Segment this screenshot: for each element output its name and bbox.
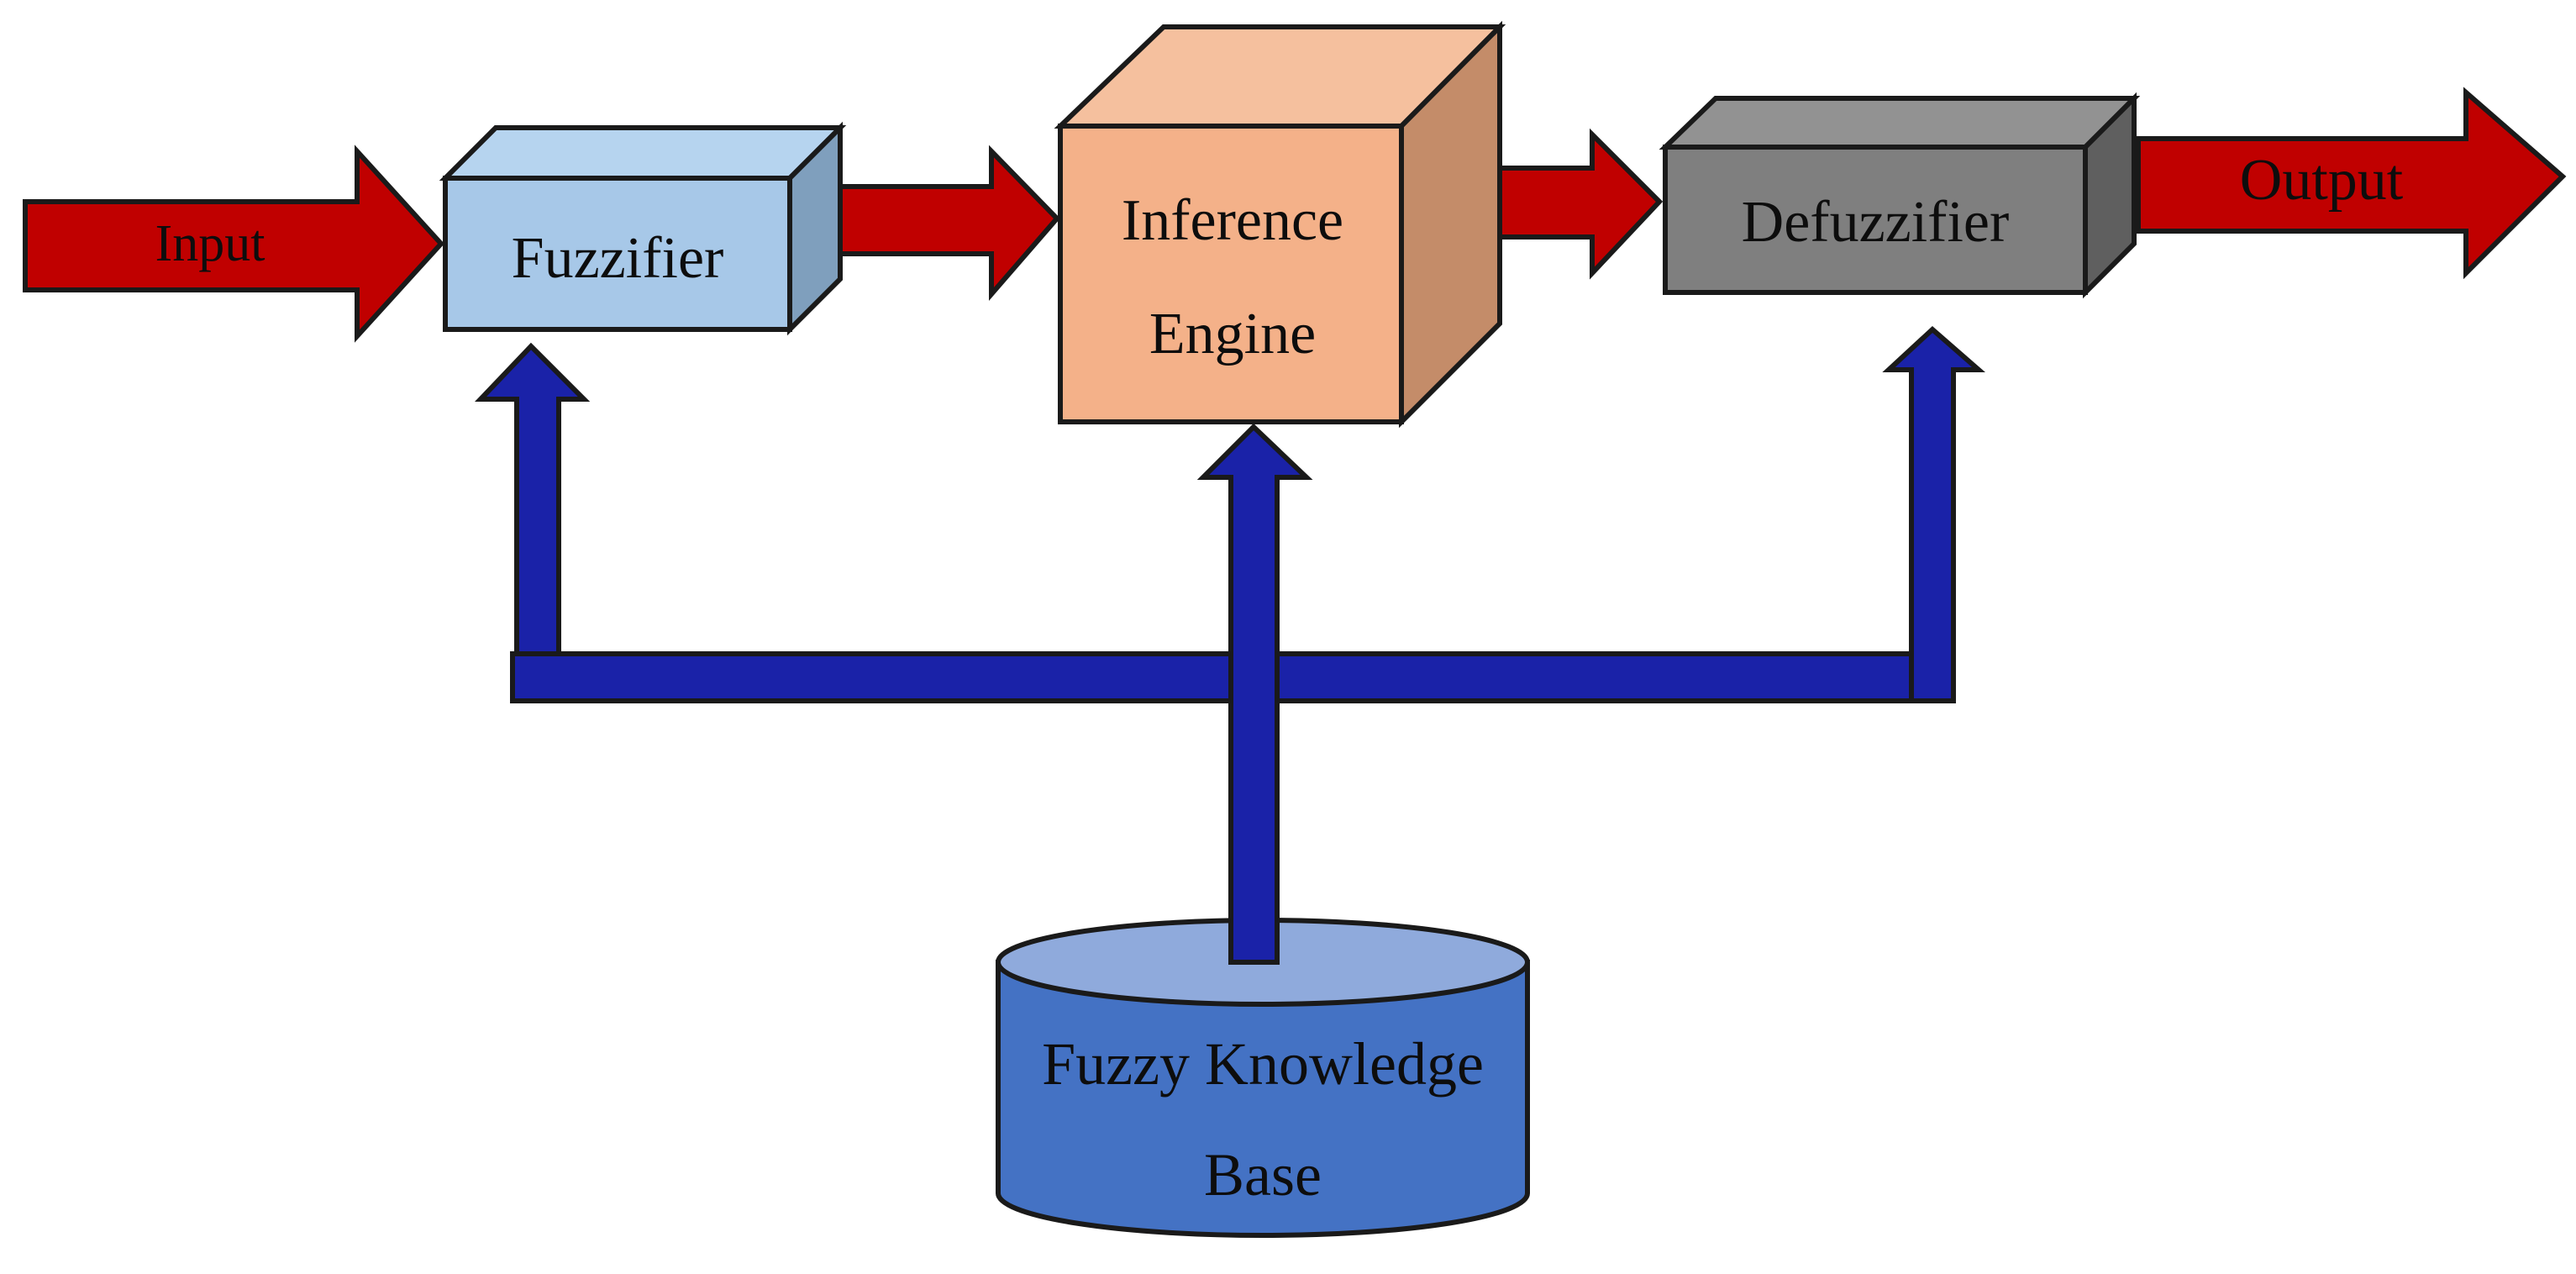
knowledge-to-fuzzifier-arrow [475, 342, 591, 656]
fuzzifier-box [439, 121, 847, 336]
input-label: Input [155, 215, 265, 272]
defuzzifier-front-face [1663, 145, 2088, 295]
inference-label-line1: Inference [1122, 188, 1343, 253]
fuzzifier-top-face [439, 125, 847, 181]
inference-label-line2: Engine [1149, 302, 1316, 366]
knowledge-base-label-line2: Base [1204, 1141, 1322, 1208]
knowledge-distribution-arrows [475, 325, 1985, 965]
defuzzifier-top-face [1659, 96, 2141, 150]
output-label: Output [2240, 148, 2404, 213]
defuzzifier-label: Defuzzifier [1742, 190, 2010, 255]
output-arrow [2136, 87, 2567, 280]
fuzzifier-to-inference-arrow [838, 145, 1061, 302]
knowledge-base-label-line1: Fuzzy Knowledge [1042, 1030, 1484, 1098]
defuzzifier-box [1659, 92, 2141, 299]
knowledge-base-cylinder [996, 918, 1530, 1238]
knowledge-to-inference-arrow [1196, 423, 1313, 965]
cylinder-body [996, 960, 1530, 1238]
fuzzifier-label: Fuzzifier [512, 226, 724, 291]
inference-engine-box [1054, 20, 1506, 429]
knowledge-to-defuzzifier-arrow [1882, 325, 1985, 703]
input-arrow [23, 145, 445, 343]
inference-front-face [1058, 124, 1404, 424]
fuzzifier-front-face [443, 176, 792, 332]
